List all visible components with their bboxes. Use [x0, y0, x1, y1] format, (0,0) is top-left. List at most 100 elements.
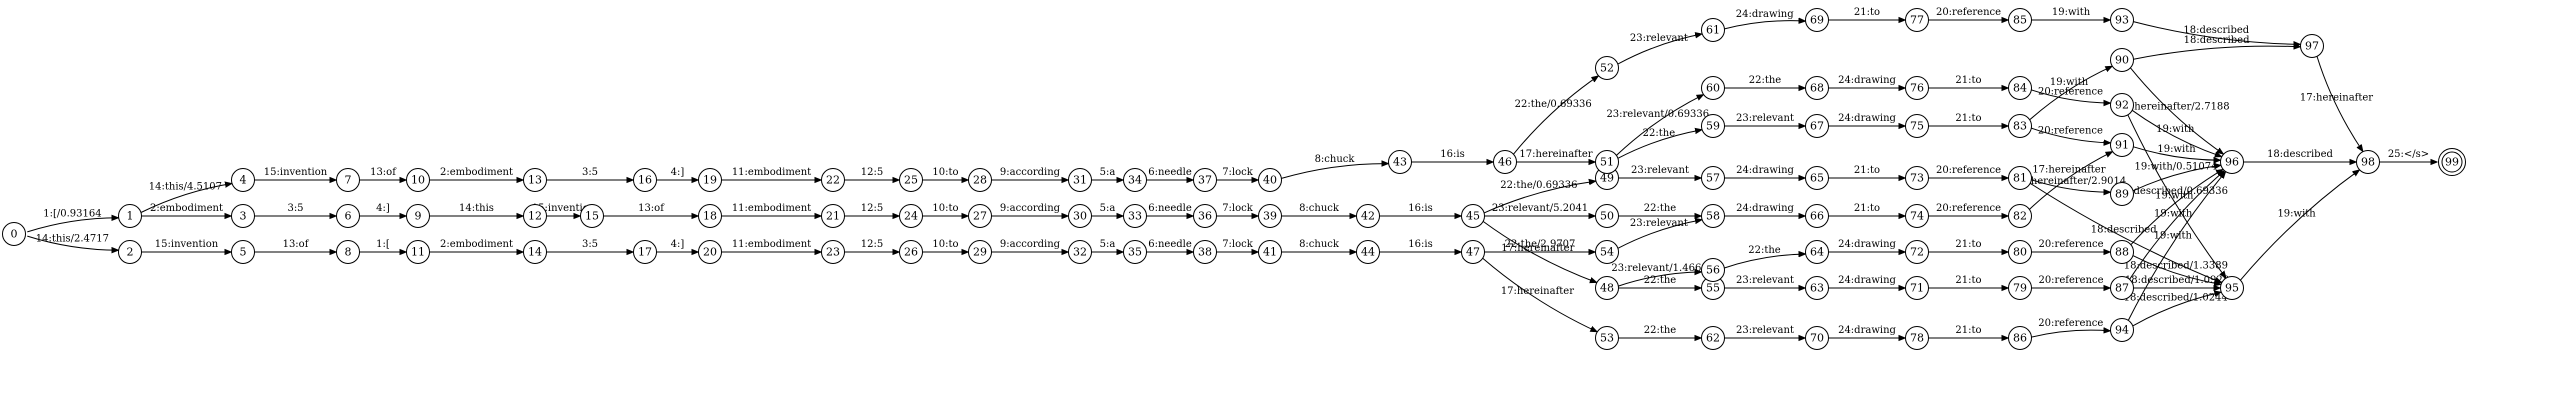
state-label-58: 58 — [1706, 210, 1720, 223]
edge-label-35-38: 6:needle — [1148, 239, 1192, 250]
state-circle-85 — [2008, 8, 2032, 32]
edge-61-69 — [1724, 21, 1805, 30]
edge-label-28-31: 9:according — [1000, 167, 1061, 178]
state-label-7: 7 — [345, 174, 352, 187]
state-circle-8 — [336, 240, 360, 264]
state-label-28: 28 — [973, 174, 987, 187]
state-label-94: 94 — [2115, 324, 2129, 337]
state-node-38: 38 — [1193, 240, 1217, 264]
edge-label-0-1: 1:[/0.93164 — [43, 208, 101, 219]
state-label-4: 4 — [240, 174, 247, 187]
edge-label-11-14: 2:embodiment — [440, 239, 513, 250]
edge-label-54-58: 23:relevant — [1630, 218, 1688, 229]
state-circle-10 — [406, 168, 430, 192]
state-circle-52 — [1595, 56, 1619, 80]
state-label-24: 24 — [904, 210, 918, 223]
state-label-56: 56 — [1706, 264, 1720, 277]
state-node-31: 31 — [1068, 168, 1092, 192]
state-node-88: 88 — [2110, 240, 2134, 264]
state-node-1: 1 — [118, 204, 142, 228]
edge-label-97-98: 17:hereinafter — [2300, 93, 2373, 104]
state-circle-46 — [1493, 150, 1517, 174]
state-label-87: 87 — [2115, 282, 2129, 295]
edge-91-96 — [2133, 146, 2220, 160]
state-circle-70 — [1805, 326, 1829, 350]
state-node-51: 51 — [1595, 150, 1619, 174]
edge-label-25-28: 10:to — [932, 167, 958, 178]
edge-label-81-95: 18:described — [2091, 224, 2157, 235]
state-node-23: 23 — [821, 240, 845, 264]
state-circle-98 — [2356, 150, 2380, 174]
edge-label-39-42: 8:chuck — [1299, 203, 1340, 214]
state-node-57: 57 — [1701, 166, 1725, 190]
state-circle-45 — [1461, 204, 1485, 228]
edge-label-59-67: 23:relevant — [1736, 113, 1794, 124]
edge-label-90-96: 17:hereinafter/2.7188 — [2118, 101, 2230, 112]
state-label-35: 35 — [1128, 246, 1142, 259]
edge-label-45-48: 17:hereinafter — [1501, 243, 1574, 254]
state-label-95: 95 — [2225, 282, 2239, 295]
state-circle-7 — [336, 168, 360, 192]
state-node-64: 64 — [1805, 240, 1829, 264]
state-label-69: 69 — [1810, 14, 1824, 27]
state-circle-16 — [633, 168, 657, 192]
state-circle-15 — [580, 204, 604, 228]
state-circle-27 — [968, 204, 992, 228]
state-label-9: 9 — [415, 210, 422, 223]
state-label-11: 11 — [411, 246, 425, 259]
state-label-42: 42 — [1361, 210, 1375, 223]
state-node-10: 10 — [406, 168, 430, 192]
state-circle-79 — [2008, 276, 2032, 300]
state-circle-72 — [1905, 240, 1929, 264]
state-label-44: 44 — [1361, 246, 1375, 259]
edge-label-58-66: 24:drawing — [1736, 203, 1794, 214]
state-node-61: 61 — [1701, 18, 1725, 42]
edge-86-94 — [2031, 330, 2111, 338]
edge-label-33-36: 6:needle — [1148, 203, 1192, 214]
state-node-50: 50 — [1595, 204, 1619, 228]
state-circle-0 — [2, 222, 26, 246]
state-label-39: 39 — [1263, 210, 1277, 223]
edge-95-98 — [2240, 170, 2359, 281]
edge-label-14-17: 3:5 — [582, 239, 598, 250]
state-circle-96 — [2220, 150, 2244, 174]
state-label-66: 66 — [1810, 210, 1824, 223]
state-node-25: 25 — [899, 168, 923, 192]
edge-0-2 — [27, 235, 118, 250]
edge-label-8-11: 1:[ — [376, 239, 390, 250]
edge-87-96 — [2129, 171, 2225, 280]
state-circle-77 — [1905, 8, 1929, 32]
edge-label-1-4: 14:this/4.5107 — [149, 182, 222, 193]
state-label-52: 52 — [1600, 62, 1614, 75]
state-circle-58 — [1701, 204, 1725, 228]
state-label-99: 99 — [2445, 156, 2459, 169]
edge-label-96-98: 18:described — [2267, 149, 2333, 160]
state-node-77: 77 — [1905, 8, 1929, 32]
state-label-45: 45 — [1466, 210, 1480, 223]
state-circle-95 — [2220, 276, 2244, 300]
edge-label-91-96: 19:with — [2157, 144, 2196, 155]
edge-label-21-24: 12:5 — [861, 203, 883, 214]
state-circle-83 — [2008, 114, 2032, 138]
state-label-41: 41 — [1263, 246, 1277, 259]
state-circle-47 — [1461, 240, 1485, 264]
edge-label-51-59: 22:the — [1643, 128, 1676, 139]
state-circle-36 — [1193, 204, 1217, 228]
state-circle-5 — [231, 240, 255, 264]
state-circle-44 — [1356, 240, 1380, 264]
state-node-84: 84 — [2008, 76, 2032, 100]
state-node-4: 4 — [231, 168, 255, 192]
state-label-48: 48 — [1600, 282, 1614, 295]
edge-94-95 — [2132, 292, 2222, 327]
state-label-25: 25 — [904, 174, 918, 187]
state-node-14: 14 — [523, 240, 547, 264]
edge-label-31-34: 5:a — [1100, 167, 1116, 178]
edge-label-2-5: 15:invention — [155, 239, 219, 250]
state-label-34: 34 — [1128, 174, 1142, 187]
state-label-61: 61 — [1706, 24, 1720, 37]
state-circle-12 — [523, 204, 547, 228]
state-node-69: 69 — [1805, 8, 1829, 32]
state-node-26: 26 — [899, 240, 923, 264]
edge-label-81-89: 17:hereinafter/2.9014 — [2015, 176, 2127, 187]
